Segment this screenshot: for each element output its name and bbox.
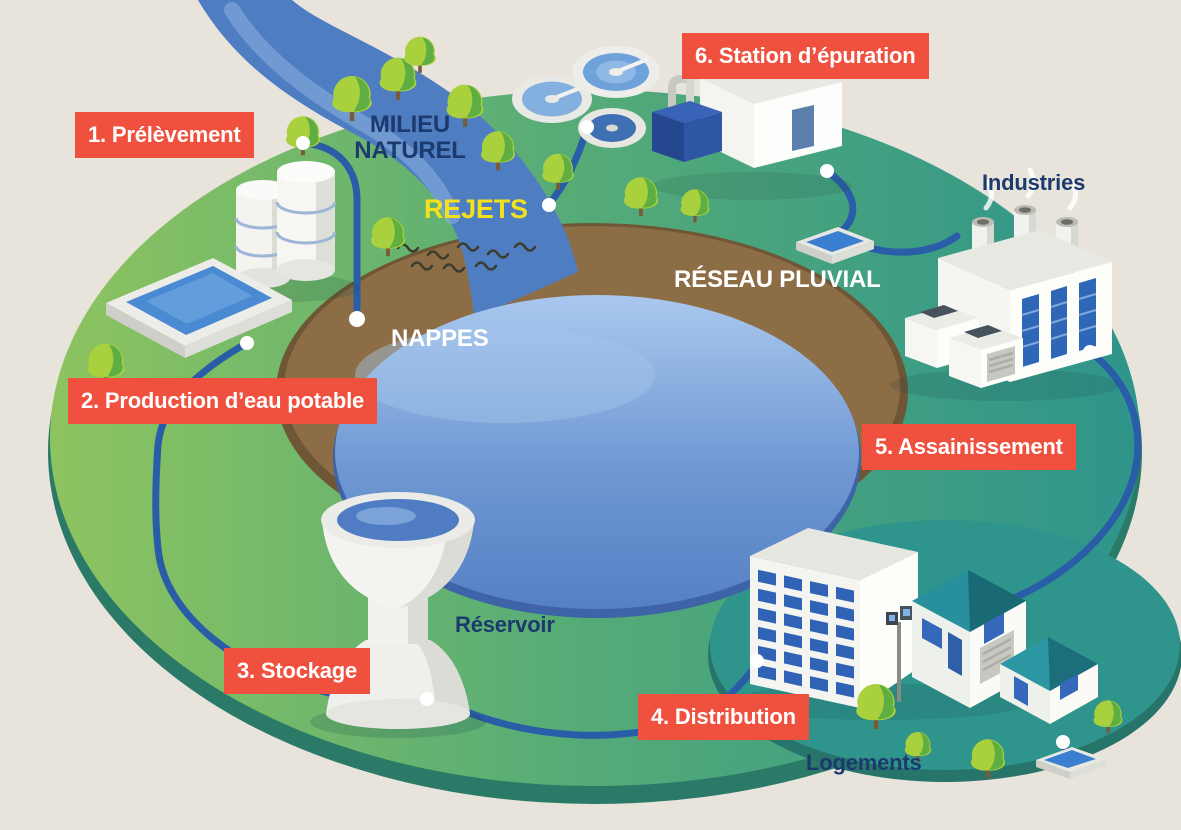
- pipe-station-to-stormwater: [823, 167, 857, 235]
- pipe-nodes: [240, 120, 1097, 749]
- step-label-distribution: 4. Distribution: [638, 694, 809, 740]
- annotation-reseau-pluvial: RÉSEAU PLUVIAL: [674, 266, 881, 293]
- intake-basin: [106, 258, 292, 358]
- housing: [730, 528, 1098, 724]
- step-label-production: 2. Production d’eau potable: [68, 378, 378, 424]
- clarifier-tanks: [512, 46, 660, 148]
- annotation-industries: Industries: [982, 170, 1086, 195]
- street-lamp: [897, 622, 901, 702]
- outfall-basin: [1036, 747, 1106, 779]
- discharge-marks: [396, 242, 537, 273]
- annotation-reservoir: Réservoir: [455, 612, 555, 637]
- step-label-station: 6. Station d’épuration: [682, 33, 929, 79]
- pipe-stormwater-to-industry: [862, 232, 961, 256]
- step-label-stockage: 3. Stockage: [224, 648, 371, 694]
- stormwater-basin: [796, 227, 874, 264]
- treatment-plant: [652, 56, 852, 200]
- step-label-prelevement: 1. Prélèvement: [75, 112, 254, 158]
- annotation-logements: Logements: [806, 750, 922, 775]
- step-label-assainissement: 5. Assainissement: [862, 424, 1076, 470]
- annotation-rejets: REJETS: [424, 194, 528, 224]
- annotation-milieu-naturel: MILIEU NATUREL: [354, 111, 466, 165]
- annotation-nappes: NAPPES: [391, 325, 489, 352]
- water-tower: [310, 492, 486, 738]
- factory: [890, 167, 1120, 401]
- river: [198, 0, 578, 318]
- apartment-windows: [758, 569, 854, 698]
